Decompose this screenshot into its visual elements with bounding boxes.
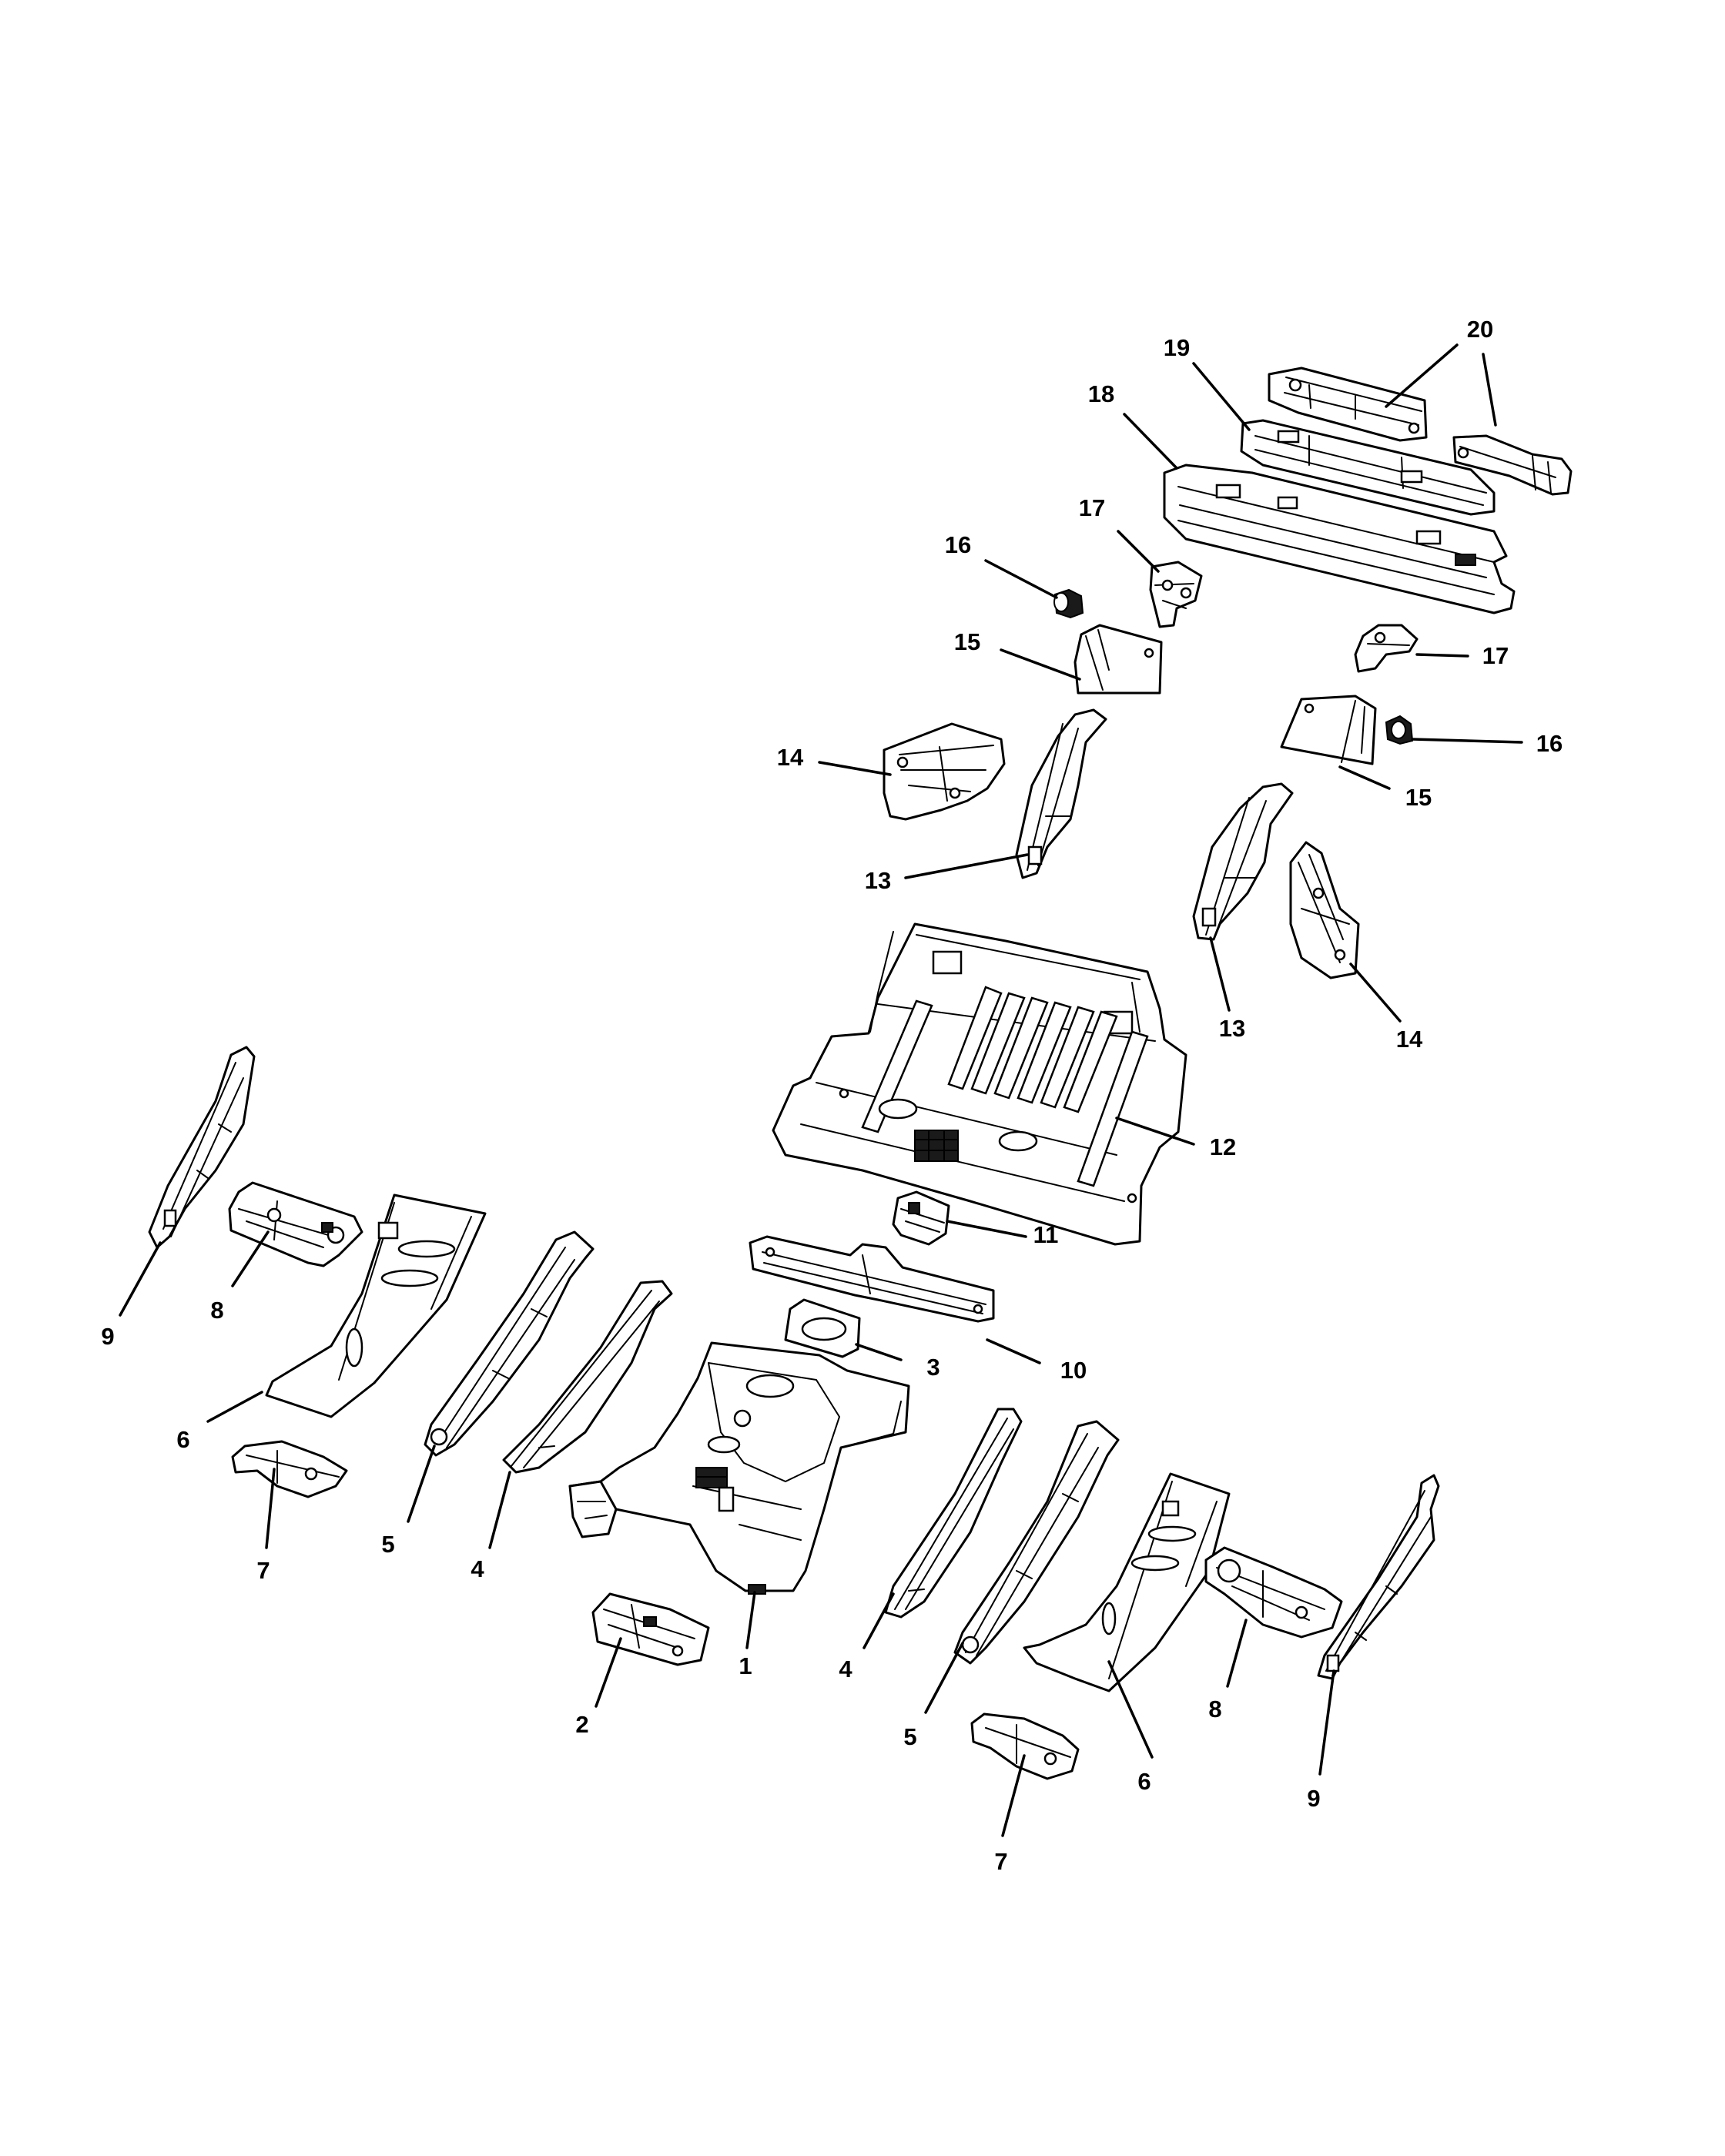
- part-9-sill-right: [1317, 1474, 1440, 1680]
- part-14-wheelhouse-right: [1289, 841, 1360, 979]
- callout-9-left: 9: [101, 1323, 114, 1350]
- callout-7-left: 7: [256, 1557, 270, 1584]
- part-4-rail-left: [502, 1280, 673, 1474]
- callout-13-right: 13: [1219, 1015, 1245, 1042]
- callout-9-right: 9: [1307, 1785, 1320, 1812]
- part-7-bracket-left: [231, 1440, 348, 1498]
- part-15-panel-right: [1280, 695, 1377, 765]
- callout-6-right: 6: [1137, 1768, 1151, 1795]
- callout-11: 11: [1033, 1221, 1059, 1248]
- callout-18: 18: [1088, 380, 1114, 407]
- callout-10: 10: [1060, 1357, 1087, 1384]
- callout-17-left: 17: [1079, 494, 1105, 521]
- callout-16-left: 16: [945, 531, 971, 558]
- callout-13-left: 13: [865, 867, 891, 894]
- part-5-rail-left: [424, 1230, 595, 1457]
- part-17-bracket-left: [1149, 561, 1203, 628]
- callout-8-left: 8: [210, 1297, 223, 1324]
- callout-16-right: 16: [1536, 730, 1563, 757]
- leader-lines: [119, 343, 1523, 1837]
- part-11-bracket: [892, 1190, 950, 1246]
- part-10-crossmember: [749, 1235, 995, 1323]
- part-16-grommet-right: [1385, 715, 1414, 745]
- callout-6-left: 6: [176, 1426, 189, 1453]
- callout-14-right: 14: [1396, 1026, 1423, 1053]
- part-13-rail-left: [1015, 708, 1107, 879]
- callout-2: 2: [575, 1711, 588, 1738]
- part-6-floor-panel-left: [265, 1194, 487, 1418]
- callout-1: 1: [739, 1652, 752, 1679]
- callout-5-right: 5: [903, 1723, 916, 1750]
- callout-labels: 1 2 3 4 4 5 5 6 6 7 7 8 8 9 9 10 11 12 1…: [101, 316, 1563, 1875]
- part-7-bracket-right: [970, 1712, 1080, 1780]
- part-18-rear-crossmember: [1163, 464, 1516, 614]
- callout-14-left: 14: [777, 744, 804, 771]
- part-5-rail-right: [953, 1420, 1120, 1665]
- part-16-grommet-left: [1053, 588, 1084, 619]
- callout-20: 20: [1467, 316, 1493, 343]
- callout-8-right: 8: [1208, 1696, 1221, 1722]
- part-4-rail-right: [884, 1408, 1023, 1619]
- part-8-bracket-left: [228, 1181, 363, 1267]
- callout-15-right: 15: [1405, 784, 1432, 811]
- callout-3: 3: [926, 1354, 940, 1381]
- callout-7-right: 7: [994, 1848, 1007, 1875]
- callout-15-left: 15: [954, 628, 980, 655]
- part-3-reinforcement: [784, 1298, 861, 1358]
- callout-4-right: 4: [839, 1656, 852, 1682]
- part-19-crossmember: [1240, 419, 1496, 516]
- part-20-rail-left: [1268, 367, 1428, 442]
- callout-12: 12: [1210, 1133, 1236, 1160]
- part-9-sill-left: [148, 1046, 256, 1249]
- part-13-rail-right: [1192, 782, 1294, 941]
- callout-19: 19: [1164, 334, 1190, 361]
- callout-5-left: 5: [381, 1531, 394, 1558]
- part-15-panel-left: [1074, 624, 1163, 695]
- part-14-wheelhouse-left: [883, 722, 1006, 821]
- part-12-rear-floor-pan: [772, 922, 1187, 1246]
- callout-4-left: 4: [471, 1555, 484, 1582]
- callout-17-right: 17: [1482, 642, 1509, 669]
- part-6-floor-panel-right: [1023, 1472, 1231, 1692]
- part-2-tunnel-bracket: [591, 1592, 710, 1666]
- part-17-bracket-right: [1354, 624, 1419, 673]
- part-20-rail-right: [1452, 434, 1573, 496]
- part-8-bracket-right: [1204, 1546, 1343, 1639]
- part-1-front-floor-pan: [568, 1341, 910, 1595]
